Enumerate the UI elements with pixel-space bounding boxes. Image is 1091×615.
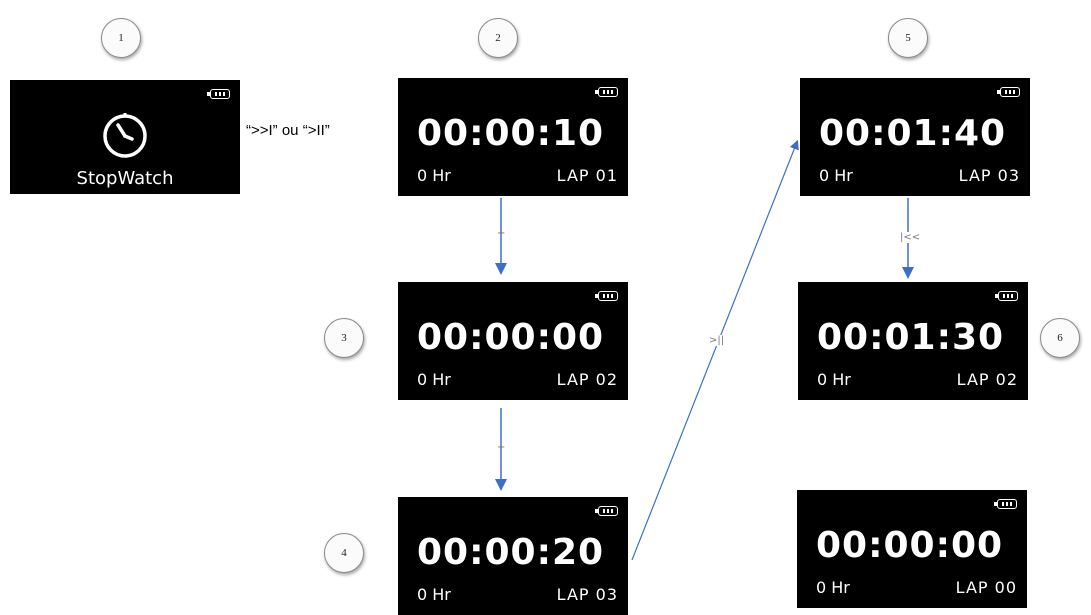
lap-counter: LAP 03 [958, 166, 1020, 185]
stopwatch-screen-5: 00:01:40 0 Hr LAP 03 [800, 78, 1030, 196]
elapsed-time: 00:00:00 [816, 525, 1004, 566]
stopwatch-screen-6: 00:01:30 0 Hr LAP 02 [798, 282, 1028, 400]
elapsed-time: 00:00:20 [417, 532, 605, 573]
step-4-marker: 4 [324, 533, 364, 573]
lap-counter: LAP 03 [556, 585, 618, 604]
stopwatch-screen-reset: 00:00:00 0 Hr LAP 00 [797, 490, 1027, 608]
battery-icon [595, 291, 618, 301]
battery-icon [994, 499, 1017, 509]
lap-counter: LAP 02 [556, 370, 618, 389]
hours-counter: 0 Hr [819, 166, 853, 185]
elapsed-time: 00:01:40 [819, 113, 1007, 154]
step-6-marker: 6 [1040, 318, 1080, 358]
arrow-label-4-to-5: >|| [708, 335, 726, 346]
arrow-label-2-to-3: + [497, 228, 506, 239]
battery-icon [995, 291, 1018, 301]
step-1-marker: 1 [101, 18, 141, 58]
elapsed-time: 00:01:30 [817, 317, 1005, 358]
hours-counter: 0 Hr [417, 585, 451, 604]
hours-counter: 0 Hr [417, 166, 451, 185]
transition-label-1-to-2: “>>I” ou “>II” [246, 122, 330, 139]
stopwatch-label: StopWatch [76, 168, 174, 189]
step-5-marker: 5 [888, 18, 928, 58]
arrow-4-to-5 [631, 139, 799, 561]
stopwatch-icon [103, 113, 147, 158]
step-3-marker: 3 [324, 318, 364, 358]
lap-counter: LAP 01 [556, 166, 618, 185]
step-2-marker: 2 [478, 18, 518, 58]
hours-counter: 0 Hr [817, 370, 851, 389]
stopwatch-screen-3: 00:00:00 0 Hr LAP 02 [398, 282, 628, 400]
hours-counter: 0 Hr [417, 370, 451, 389]
elapsed-time: 00:00:00 [417, 317, 605, 358]
elapsed-time: 00:00:10 [417, 113, 605, 154]
battery-icon [207, 89, 230, 99]
battery-icon [595, 87, 618, 97]
lap-counter: LAP 00 [955, 578, 1017, 597]
battery-icon [595, 506, 618, 516]
battery-icon [997, 87, 1020, 97]
lap-counter: LAP 02 [956, 370, 1018, 389]
stopwatch-screen-4: 00:00:20 0 Hr LAP 03 [398, 497, 628, 615]
hours-counter: 0 Hr [816, 578, 850, 597]
arrow-label-3-to-4: + [497, 442, 506, 453]
stopwatch-menu-screen: StopWatch [10, 80, 240, 194]
stopwatch-screen-2: 00:00:10 0 Hr LAP 01 [398, 78, 628, 196]
arrow-label-5-to-6: |<< [899, 232, 922, 243]
